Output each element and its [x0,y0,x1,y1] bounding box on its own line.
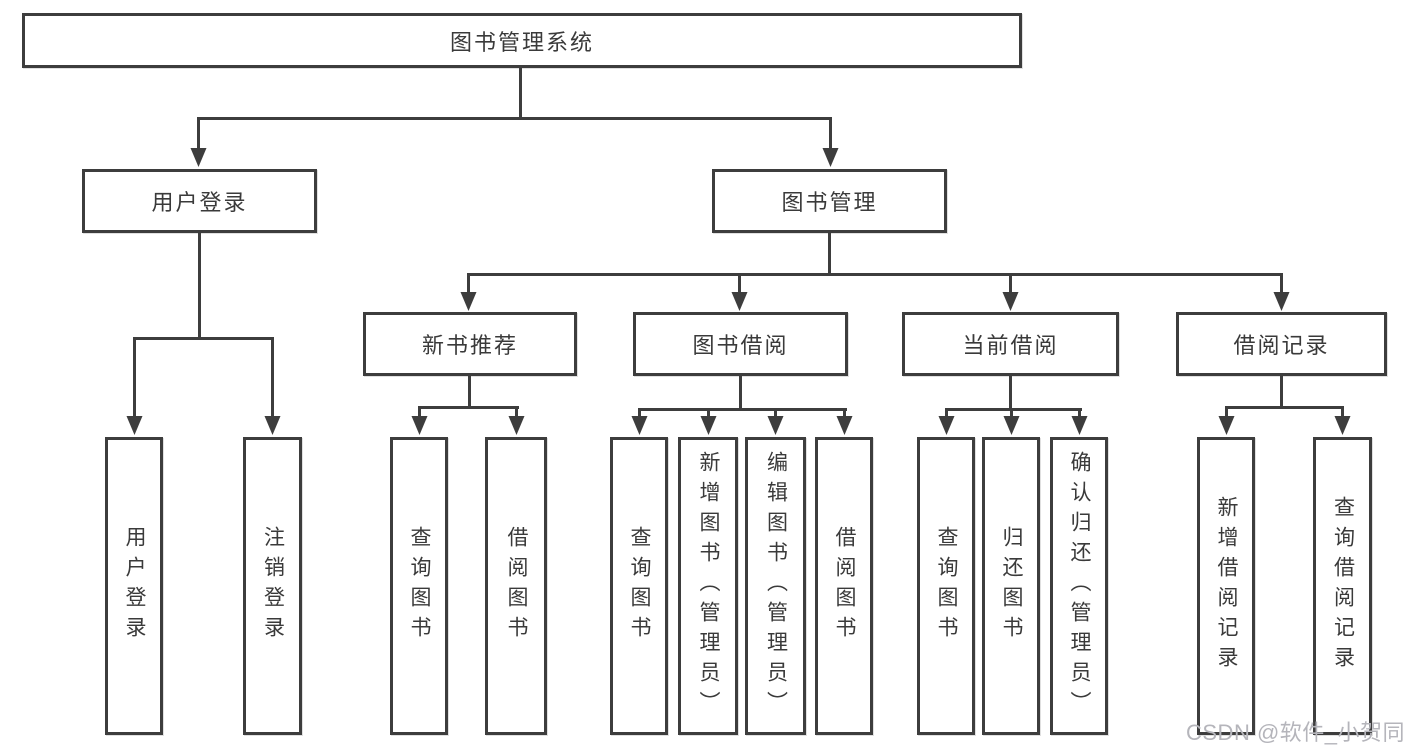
leaf-query-books-recommend-label: 查询图书 [408,526,431,646]
arrow-down-icon [767,408,784,435]
connector-line [1280,376,1283,406]
leaf-user-login: 用户登录 [105,437,163,735]
arrow-down-icon [460,273,477,311]
connector-line [519,68,522,117]
connector-line [134,337,274,340]
arrow-down-icon [190,117,207,167]
connector-line [468,376,471,406]
connector-line [197,117,832,120]
leaf-edit-book-admin-label: 编辑图书（管理员） [764,451,788,721]
book-management-branch-label: 图书管理 [781,190,878,215]
arrow-down-icon [264,337,281,435]
arrow-down-icon [1071,408,1088,435]
leaf-return-book-label: 归还图书 [1000,526,1023,646]
root-node-label: 图书管理系统 [449,29,594,55]
leaf-borrow-books-recommend-label: 借阅图书 [505,526,528,646]
leaf-logout-label: 注销登录 [261,526,285,646]
arrow-down-icon [631,408,648,435]
connector-line [739,376,742,408]
leaf-add-book-admin-label: 新增图书（管理员） [697,451,720,721]
leaf-edit-book-admin: 编辑图书（管理员） [745,437,806,735]
user-login-branch-label: 用户登录 [151,190,248,215]
arrow-down-icon [126,337,143,435]
arrow-down-icon [836,408,853,435]
leaf-confirm-return-admin: 确认归还（管理员） [1050,437,1108,735]
connector-line [1226,406,1344,409]
leaf-query-books-current: 查询图书 [917,437,975,735]
arrow-down-icon [1273,273,1290,311]
connector-line [419,406,519,409]
leaf-return-book: 归还图书 [982,437,1040,735]
arrow-down-icon [508,406,525,435]
arrow-down-icon [731,273,748,311]
leaf-query-books-borrow-label: 查询图书 [628,526,651,646]
leaf-add-borrow-record-label: 新增借阅记录 [1215,496,1238,676]
book-borrow-node: 图书借阅 [633,312,848,376]
borrow-record-label: 借阅记录 [1233,333,1330,358]
arrow-down-icon [1002,273,1019,311]
leaf-confirm-return-admin-label: 确认归还（管理员） [1068,451,1091,721]
book-management-branch-node: 图书管理 [712,169,947,233]
arrow-down-icon [1334,406,1351,435]
leaf-query-borrow-record: 查询借阅记录 [1313,437,1372,735]
connector-line [639,408,847,411]
leaf-query-books-current-label: 查询图书 [935,526,958,646]
leaf-query-books-borrow: 查询图书 [610,437,668,735]
connector-line [468,273,1283,276]
connector-line [828,233,831,273]
arrow-down-icon [938,408,955,435]
root-node: 图书管理系统 [22,13,1022,68]
leaf-borrow-books-recommend: 借阅图书 [485,437,547,735]
borrow-record-node: 借阅记录 [1176,312,1387,376]
leaf-user-login-label: 用户登录 [123,526,146,646]
arrow-down-icon [1218,406,1235,435]
leaf-query-borrow-record-label: 查询借阅记录 [1331,496,1355,676]
leaf-add-book-admin: 新增图书（管理员） [678,437,738,735]
current-borrow-label: 当前借阅 [962,333,1059,358]
arrow-down-icon [411,406,428,435]
connector-line [1009,376,1012,408]
leaf-logout: 注销登录 [243,437,302,735]
csdn-watermark: CSDN @软件_小贺同学 [1186,720,1405,745]
new-book-recommend-node: 新书推荐 [363,312,577,376]
user-login-branch-node: 用户登录 [82,169,317,233]
new-book-recommend-label: 新书推荐 [421,333,518,358]
book-borrow-label: 图书借阅 [692,333,789,358]
arrow-down-icon [1003,408,1020,435]
leaf-borrow-books: 借阅图书 [815,437,873,735]
leaf-query-books-recommend: 查询图书 [390,437,448,735]
arrow-down-icon [700,408,717,435]
connector-line [198,233,201,337]
arrow-down-icon [822,117,839,167]
leaf-add-borrow-record: 新增借阅记录 [1197,437,1255,735]
leaf-borrow-books-label: 借阅图书 [833,526,856,646]
current-borrow-node: 当前借阅 [902,312,1119,376]
